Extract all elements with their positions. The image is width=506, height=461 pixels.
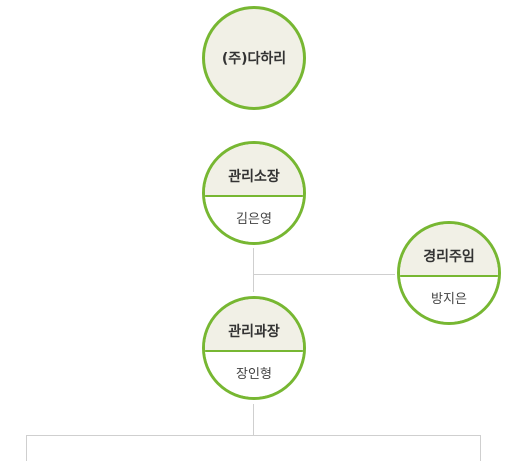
section-head-node: 관리과장 장인형 (202, 296, 306, 400)
connector-manager-to-section-head (253, 248, 254, 292)
staff-name: 방지은 (431, 292, 467, 307)
section-head-name: 장인형 (236, 367, 272, 382)
staff-name-area: 방지은 (400, 277, 498, 322)
staff-node: 경리주임 방지은 (397, 221, 501, 325)
connector-bottom-right-drop (480, 435, 481, 461)
section-head-name-area: 장인형 (205, 352, 303, 397)
company-name: (주)다하리 (221, 51, 287, 67)
connector-bottom-left-drop (26, 435, 27, 461)
staff-divider (400, 275, 498, 277)
staff-title: 경리주임 (423, 249, 475, 265)
section-head-title-area: 관리과장 (205, 299, 303, 350)
section-head-title: 관리과장 (228, 324, 280, 340)
manager-divider (205, 195, 303, 197)
manager-name: 김은영 (236, 212, 272, 227)
manager-title: 관리소장 (228, 169, 280, 185)
section-head-divider (205, 350, 303, 352)
staff-title-area: 경리주임 (400, 224, 498, 275)
connector-to-staff (253, 274, 395, 275)
manager-node: 관리소장 김은영 (202, 141, 306, 245)
manager-title-area: 관리소장 (205, 144, 303, 195)
connector-bottom-horizontal (26, 435, 481, 436)
connector-section-head-down (253, 404, 254, 436)
company-node: (주)다하리 (202, 6, 306, 110)
manager-name-area: 김은영 (205, 197, 303, 242)
